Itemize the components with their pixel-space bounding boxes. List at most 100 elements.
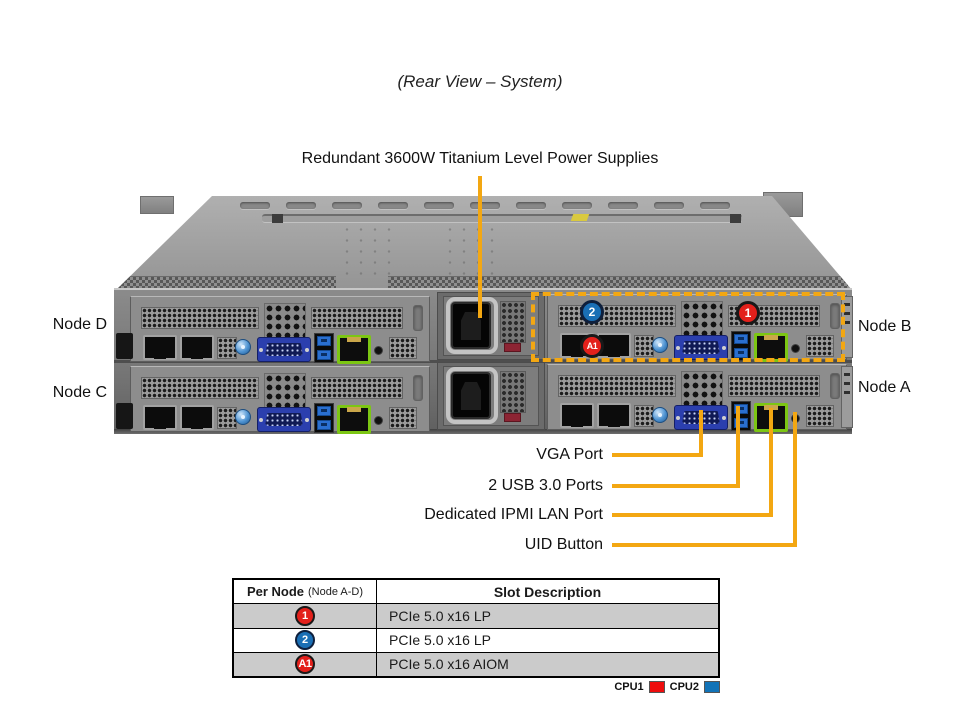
vent-grille — [311, 307, 403, 329]
row-divider — [114, 360, 852, 363]
vent-grille — [634, 335, 654, 357]
vga-port — [257, 407, 311, 432]
node-b-label: Node B — [858, 318, 912, 335]
usb-3-ports — [731, 331, 751, 361]
chassis-top-surface — [116, 196, 852, 290]
cpu2-color-swatch — [704, 681, 720, 693]
vent-grille — [389, 337, 417, 359]
cpu-legend: CPU1 CPU2 — [0, 681, 720, 693]
node-panel-d — [116, 296, 430, 364]
bracket-slot — [830, 373, 840, 399]
lan-port-2 — [597, 403, 631, 428]
vga-port — [674, 335, 728, 360]
lan-port-1 — [143, 405, 177, 430]
table-row: 1 PCIe 5.0 x16 LP — [234, 603, 718, 628]
usb-3-ports — [731, 401, 751, 431]
slot-description-cell: PCIe 5.0 x16 LP — [389, 607, 491, 624]
io-blank — [116, 333, 133, 359]
vent-hole-block — [264, 373, 306, 413]
slot-1-badge: 1 — [295, 605, 315, 626]
vent-hole-block — [681, 301, 723, 341]
vent-hole-block — [264, 303, 306, 343]
psu-callout-line — [478, 176, 482, 318]
psu-handle — [446, 297, 498, 354]
power-supply-top — [437, 292, 545, 360]
vga-callout-line-h — [612, 453, 703, 457]
vent-grille — [311, 377, 403, 399]
slot-description-header: Slot Description — [493, 583, 602, 600]
io-blank — [116, 403, 133, 429]
top-handle-recess — [262, 214, 742, 223]
vent-grille — [141, 307, 259, 329]
usb-callout-line-v — [736, 406, 740, 488]
node-c-label: Node C — [52, 384, 107, 401]
vent-grille — [389, 407, 417, 429]
node-latch-a — [841, 366, 853, 428]
lan-port-1 — [560, 403, 594, 428]
vent-grille — [558, 375, 676, 397]
warning-sticker — [570, 214, 590, 221]
uid-button — [374, 416, 383, 425]
psu-handle — [446, 367, 498, 424]
top-vent-slots — [240, 202, 745, 209]
vga-callout-line-v — [699, 410, 703, 457]
top-vent-strip-right — [388, 276, 848, 288]
vga-port — [257, 337, 311, 362]
cpu1-label: CPU1 — [614, 681, 644, 693]
ipmi-lan-label: Dedicated IPMI LAN Port — [424, 506, 603, 523]
top-screw-holes-left — [340, 224, 395, 276]
vent-grille — [806, 405, 834, 427]
top-vent-strip-left — [118, 276, 336, 288]
slot-2-badge: 2 — [295, 630, 315, 651]
bracket-slot — [830, 303, 840, 329]
usb-ports-label: 2 USB 3.0 Ports — [488, 477, 603, 494]
slot-description-table: Per Node (Node A-D) Slot Description 1 P… — [232, 578, 720, 678]
vent-grille — [217, 337, 237, 359]
slot-a1-badge: A1 — [295, 654, 315, 675]
node-d-label: Node D — [52, 316, 107, 333]
usb-callout-line-h — [612, 484, 740, 488]
lan-port-2 — [180, 335, 214, 360]
usb-3-ports — [314, 403, 334, 433]
ipmi-callout-line-v — [769, 408, 773, 517]
uid-callout-line-h — [612, 543, 797, 547]
vga-port-label: VGA Port — [536, 446, 603, 463]
table-row: 2 PCIe 5.0 x16 LP — [234, 627, 718, 652]
handle-end-right — [730, 214, 741, 223]
slot-a1-badge: A1 — [580, 334, 604, 358]
uid-button-label: UID Button — [524, 536, 603, 553]
uid-callout-line-v — [793, 412, 797, 547]
ipmi-callout-line-h — [612, 513, 773, 517]
thumbscrew — [235, 339, 251, 355]
ipmi-lan-port — [337, 335, 371, 364]
page-title: (Rear View – System) — [397, 72, 563, 91]
per-node-header-note: (Node A-D) — [308, 585, 364, 598]
uid-button — [374, 346, 383, 355]
power-supply-bottom — [437, 362, 545, 430]
thumbscrew — [652, 337, 668, 353]
per-node-header: Per Node — [246, 584, 305, 600]
lan-port-1 — [143, 335, 177, 360]
psu-latch — [504, 413, 521, 422]
psu-callout-label: Redundant 3600W Titanium Level Power Sup… — [301, 150, 659, 167]
slot-description-cell: PCIe 5.0 x16 LP — [389, 632, 491, 649]
lan-port-2 — [180, 405, 214, 430]
ac-inlet — [451, 302, 491, 349]
cpu1-color-swatch — [648, 681, 665, 693]
handle-end-left — [272, 214, 283, 223]
node-panel-a — [547, 364, 847, 432]
top-screw-holes-right — [443, 224, 498, 276]
vent-grille — [634, 405, 654, 427]
rack-tab-left — [140, 196, 174, 214]
thumbscrew — [652, 407, 668, 423]
psu-latch — [504, 343, 521, 352]
vent-grille — [728, 375, 820, 397]
vent-grille — [806, 335, 834, 357]
ac-inlet — [451, 372, 491, 419]
usb-3-ports — [314, 333, 334, 363]
ipmi-lan-port — [337, 405, 371, 434]
table-row: A1 PCIe 5.0 x16 AIOM — [234, 651, 718, 676]
bracket-slot — [413, 375, 423, 401]
thumbscrew — [235, 409, 251, 425]
